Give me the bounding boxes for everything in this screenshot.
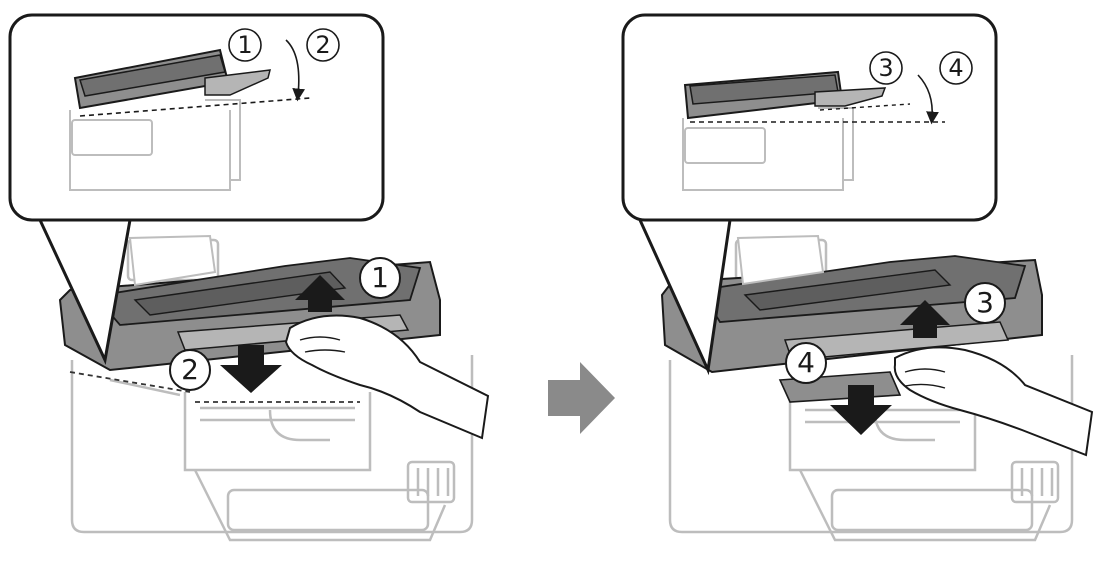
left-inset-drawing [69, 39, 311, 191]
push-down-arrow [220, 345, 282, 393]
step-marker-circle [785, 342, 827, 384]
right-callout-pointer [638, 219, 732, 376]
step-marker-circle [228, 28, 262, 62]
step-number: 4 [948, 54, 963, 82]
right-inset-drawing [682, 70, 945, 191]
step-number: 1 [371, 261, 389, 294]
step-number: 3 [878, 54, 893, 82]
right-panel: 3 4 3 4 [621, 13, 1094, 542]
step-number: 3 [976, 286, 994, 319]
left-inset-step-labels: 1 2 [228, 28, 340, 62]
left-panel: 1 2 1 2 [8, 13, 490, 542]
step-marker-circle [939, 51, 973, 85]
right-printer-body [668, 238, 1074, 542]
left-printer-body [70, 238, 474, 542]
left-main-step-labels: 1 2 [169, 257, 401, 391]
right-arrow-icon [548, 362, 615, 434]
right-inset-step-labels: 3 4 [869, 51, 973, 85]
right-scanner-unit [660, 234, 1043, 403]
step-number: 2 [181, 353, 199, 386]
left-callout-pointer [38, 219, 132, 365]
step-marker-circle [869, 51, 903, 85]
hand-drawing [284, 314, 490, 440]
step-marker-circle [306, 28, 340, 62]
lift-up-arrow [900, 300, 950, 338]
left-alignment-line-2 [69, 371, 191, 393]
step-number: 4 [797, 346, 815, 379]
step-marker-circle [964, 282, 1006, 324]
step-number: 1 [237, 31, 252, 59]
step-number: 2 [315, 31, 330, 59]
step-marker-circle [359, 257, 401, 299]
right-callout-frame [621, 13, 998, 222]
right-main-step-labels: 3 4 [785, 282, 1006, 384]
lift-up-arrow [295, 275, 345, 312]
left-callout-frame [8, 13, 385, 222]
step-marker-circle [169, 349, 211, 391]
push-down-arrow [830, 385, 892, 435]
hand-drawing [893, 346, 1094, 457]
